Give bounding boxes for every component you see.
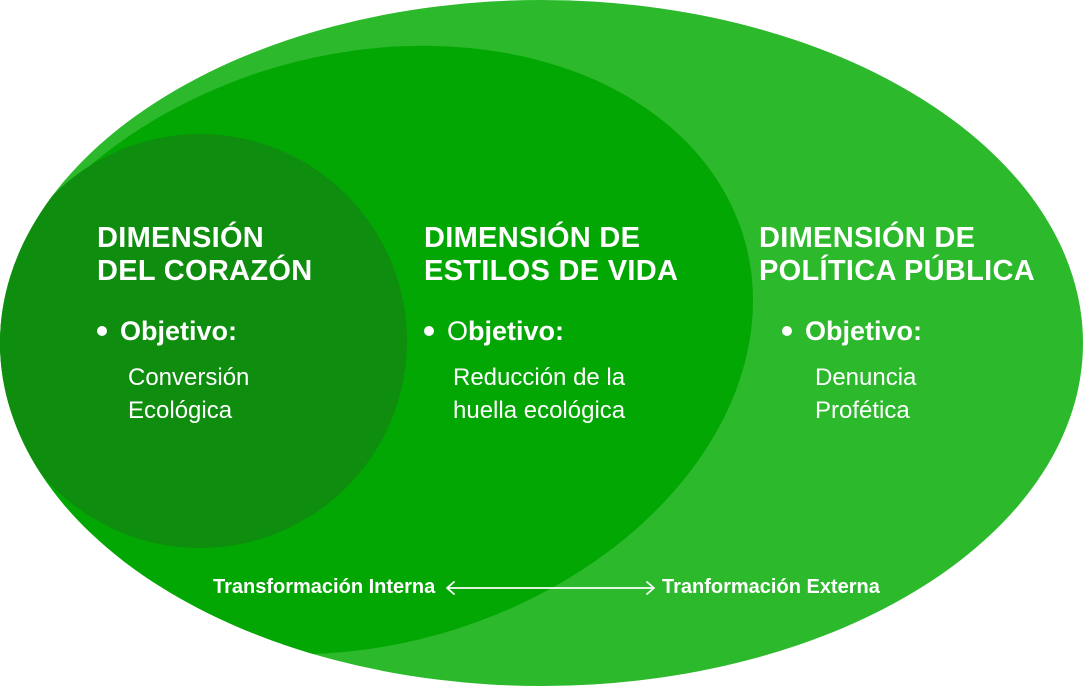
objective-text: Conversión Ecológica bbox=[128, 361, 312, 427]
section-estilos-heading: DIMENSIÓN DE ESTILOS DE VIDA bbox=[424, 222, 678, 288]
objective-line: Ecológica bbox=[128, 397, 233, 424]
double-arrow-icon bbox=[446, 581, 655, 595]
section-politica-heading: DIMENSIÓN DE POLÍTICA PÚBLICA bbox=[759, 222, 1035, 288]
axis-label-externa: Tranformación Externa bbox=[662, 576, 880, 598]
objective-bullet-row: Objetivo: bbox=[782, 316, 1035, 346]
section-corazon-heading: DIMENSIÓN DEL CORAZÓN bbox=[97, 222, 312, 288]
objective-bullet-row: Objetivo: bbox=[424, 316, 678, 346]
objective-label: Objetivo: bbox=[805, 316, 923, 346]
section-estilos-de-vida: DIMENSIÓN DE ESTILOS DE VIDA Objetivo: R… bbox=[424, 222, 678, 427]
heading-line: POLÍTICA PÚBLICA bbox=[759, 255, 1035, 287]
objective-label: Objetivo: bbox=[447, 316, 565, 346]
heading-line: DIMENSIÓN DE bbox=[759, 222, 976, 254]
objective-line: Profética bbox=[815, 397, 910, 424]
heading-line: DIMENSIÓN bbox=[97, 222, 265, 254]
transformation-axis: Transformación Interna Tranformación Ext… bbox=[0, 574, 1083, 604]
heading-line: ESTILOS DE VIDA bbox=[424, 255, 679, 287]
inner-circle-corazon bbox=[0, 134, 407, 548]
objective-line: Reducción de la bbox=[453, 364, 626, 391]
objective-line: Conversión bbox=[128, 364, 250, 391]
bullet-dot-icon bbox=[782, 326, 792, 336]
objective-line: huella ecológica bbox=[453, 397, 626, 424]
objective-text: Reducción de la huella ecológica bbox=[453, 361, 678, 427]
axis-label-interna: Transformación Interna bbox=[213, 576, 436, 598]
objective-line: Denuncia bbox=[815, 364, 917, 391]
heading-line: DEL CORAZÓN bbox=[97, 255, 313, 287]
objective-label: Objetivo: bbox=[120, 316, 238, 346]
section-corazon: DIMENSIÓN DEL CORAZÓN Objetivo: Conversi… bbox=[97, 222, 312, 427]
bullet-dot-icon bbox=[424, 326, 434, 336]
bullet-dot-icon bbox=[97, 326, 107, 336]
objective-bullet-row: Objetivo: bbox=[97, 316, 312, 346]
heading-line: DIMENSIÓN DE bbox=[424, 222, 641, 254]
section-politica-publica: DIMENSIÓN DE POLÍTICA PÚBLICA Objetivo: … bbox=[759, 222, 1035, 427]
objective-text: Denuncia Profética bbox=[815, 361, 1035, 427]
